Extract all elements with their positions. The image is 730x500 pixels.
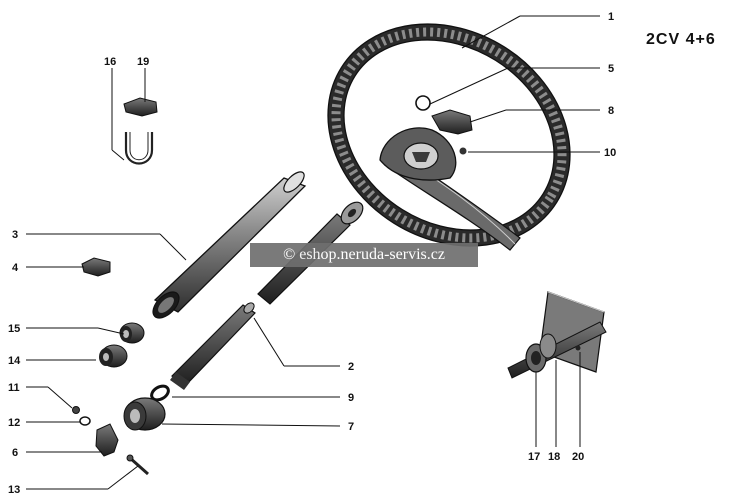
outer-column-tube [152,171,307,319]
bracket-4 [81,257,111,277]
small-nut [72,406,80,414]
leader-lines [26,15,600,490]
callout-14: 14 [8,355,21,367]
callout-17: 17 [528,451,540,463]
horn-switch [431,109,473,135]
callout-18: 18 [548,451,560,463]
watermark: © eshop.neruda-servis.cz [250,243,478,267]
clamp-plate [123,97,158,117]
callout-20: 20 [572,451,584,463]
callout-9: 9 [348,392,354,404]
callout-10: 10 [604,147,616,159]
steering-wheel [327,23,571,251]
u-bolt [124,132,154,165]
clip [95,423,119,457]
bush-15 [119,322,145,344]
callout-5: 5 [608,63,614,75]
callout-1: 1 [608,11,614,23]
callout-12: 12 [8,417,20,429]
small-screw [459,147,467,155]
callout-3: 3 [12,229,18,241]
lower-shaft [170,302,256,390]
callout-16: 16 [104,56,116,68]
callout-15: 15 [8,323,20,335]
model-title: 2CV 4+6 [646,31,716,48]
bush-14 [99,344,128,368]
bolt [126,454,149,476]
callout-4: 4 [12,262,19,274]
callout-19: 19 [137,56,149,68]
bulkhead-assembly [507,291,607,379]
ring-part [415,95,431,111]
callout-8: 8 [608,105,614,117]
small-washer [79,416,91,426]
callout-2: 2 [348,361,354,373]
washer [150,384,170,402]
callout-11: 11 [8,382,20,394]
callout-7: 7 [348,421,354,433]
callout-6: 6 [12,447,18,459]
callout-13: 13 [8,484,20,496]
large-bushing [123,397,166,431]
